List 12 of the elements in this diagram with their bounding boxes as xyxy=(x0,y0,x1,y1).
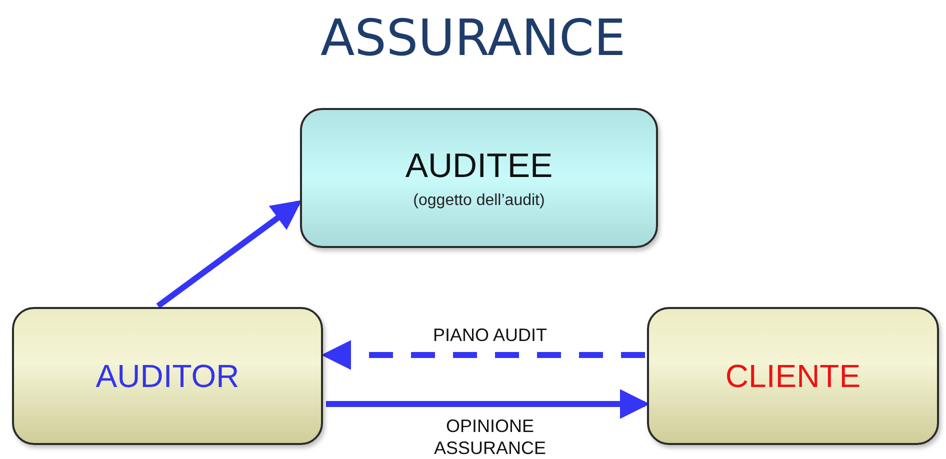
title: ASSURANCE xyxy=(319,8,627,68)
node-title: AUDITEE xyxy=(405,146,553,186)
node-title: AUDITOR xyxy=(96,356,240,396)
rounded-box xyxy=(300,108,658,248)
arrow xyxy=(321,340,645,370)
rounded-box xyxy=(12,307,323,445)
rounded-box xyxy=(647,307,939,445)
edge-label: PIANO AUDIT xyxy=(432,325,548,347)
arrow xyxy=(156,200,302,308)
edge-label: OPINIONE ASSURANCE xyxy=(432,416,548,459)
node-subtitle: (oggetto dell’audit) xyxy=(413,192,545,210)
node-title: CLIENTE xyxy=(725,356,861,396)
